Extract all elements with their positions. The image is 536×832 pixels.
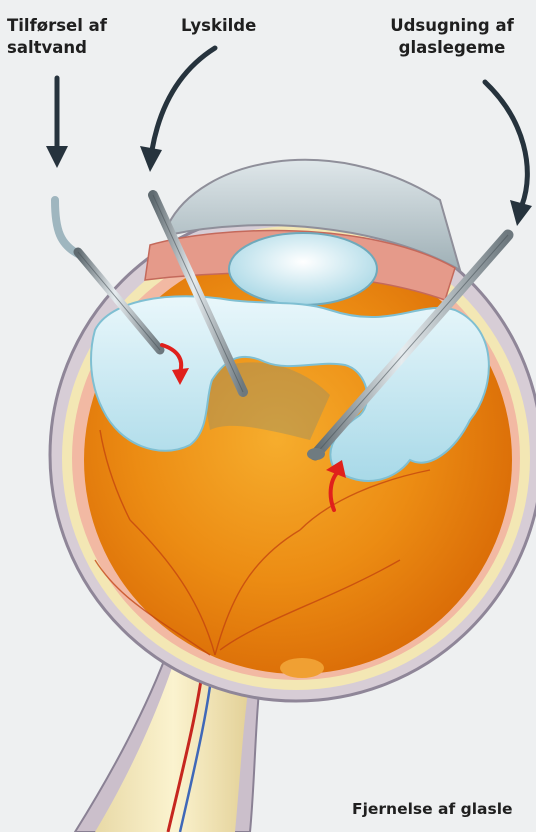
arrowhead (510, 200, 532, 226)
lens (229, 233, 377, 305)
label-saline-line2: saltvand (7, 37, 107, 59)
label-suction-line2: glaslegeme (372, 37, 532, 59)
curved-arrow-icon (152, 48, 215, 150)
label-light-source: Lyskilde (181, 15, 256, 37)
optic-disc (280, 658, 324, 678)
label-saline-line1: Tilførsel af (7, 15, 107, 37)
figure-caption: Fjernelse af glasle (352, 798, 513, 820)
label-suction-line1: Udsugning af (372, 15, 532, 37)
curved-arrow-icon (485, 82, 527, 205)
arrowhead (46, 146, 68, 168)
label-vitreous-suction: Udsugning af glaslegeme (372, 15, 532, 59)
label-saline-infusion: Tilførsel af saltvand (7, 15, 107, 59)
label-light-source-text: Lyskilde (181, 15, 256, 37)
arrowhead (140, 146, 162, 172)
